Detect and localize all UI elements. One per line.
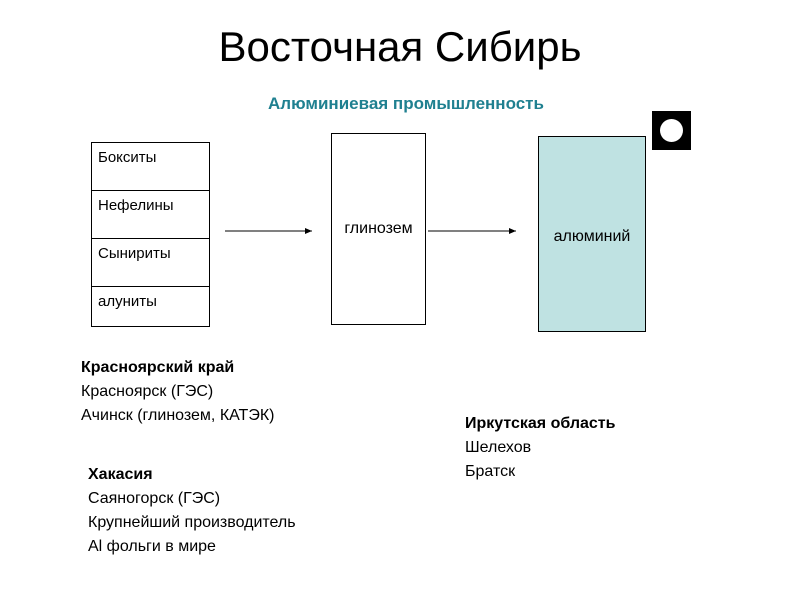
raw-materials-box: Бокситы Нефелины Сынириты алуниты [91,142,210,327]
region-line: Ачинск (глинозем, КАТЭК) [81,407,275,424]
region-line: Саяногорск (ГЭС) [88,490,221,507]
region-line: Красноярск (ГЭС) [81,383,214,400]
raw-material-item: Бокситы [92,143,209,191]
region-line: Шелехов [465,439,532,456]
raw-material-item: Сынириты [92,239,209,287]
slide-subtitle: Алюминиевая промышленность [268,94,544,113]
region-krasnoyarsk: Красноярский край Красноярск (ГЭС) Ачинс… [81,356,274,428]
alumina-label: глинозем [344,220,413,237]
region-line: Al фольги в мире [88,538,216,555]
raw-material-item: Нефелины [92,191,209,239]
raw-material-item: алуниты [98,293,157,310]
region-name: Хакасия [88,466,153,483]
aluminum-label: алюминий [553,228,631,245]
alumina-box: глинозем [331,133,426,325]
slide-title: Восточная Сибирь [218,23,582,70]
white-circle-on-black-icon[interactable] [652,111,691,150]
region-line: Крупнейший производитель [88,514,296,531]
region-irkutsk: Иркутская область Шелехов Братск [465,412,615,484]
region-name: Иркутская область [465,415,616,432]
region-khakassia: Хакасия Саяногорск (ГЭС) Крупнейший прои… [88,463,296,559]
region-name: Красноярский край [81,359,235,376]
region-line: Братск [465,463,516,480]
aluminum-box: алюминий [538,136,646,332]
